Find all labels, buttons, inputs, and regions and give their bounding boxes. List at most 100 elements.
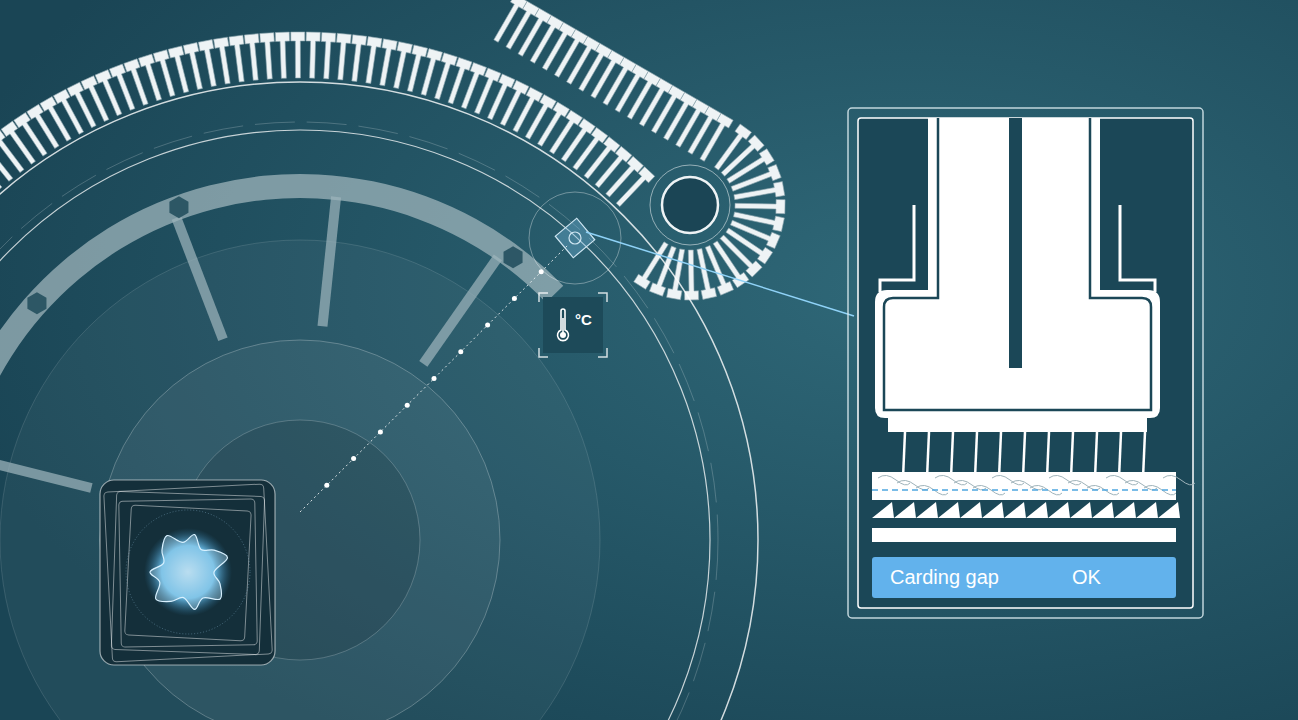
tooth-shape <box>534 102 570 149</box>
leader-line <box>586 232 854 316</box>
flat-needle <box>999 432 1001 478</box>
flat-needle <box>927 432 929 478</box>
flat-tooth <box>581 137 620 182</box>
tooth-shape <box>347 35 366 82</box>
unit-label: °C <box>575 311 592 328</box>
wheel-ring <box>0 174 563 553</box>
flat-tooth <box>1 121 39 167</box>
data-dot <box>324 483 329 488</box>
chip-layer <box>119 499 258 647</box>
wheel-spoke <box>322 197 336 326</box>
data-link <box>300 245 568 512</box>
fiber-strand <box>1163 475 1195 484</box>
tooth-shape <box>260 33 277 80</box>
flats-chain <box>0 0 785 404</box>
flat-tooth <box>602 156 643 200</box>
tooth-shape <box>558 119 596 165</box>
chip-body <box>100 480 275 665</box>
roll-hub <box>662 177 718 233</box>
data-dot <box>458 349 463 354</box>
tooth-shape <box>1 121 39 167</box>
hex-bolt <box>169 196 188 218</box>
flat-tooth <box>534 102 570 149</box>
flat-needle <box>975 432 977 478</box>
corner-brackets <box>539 293 607 357</box>
tooth-shape <box>319 32 336 79</box>
fiber-layer <box>872 472 1176 500</box>
wheel-spoke <box>0 457 91 488</box>
chip-layer <box>125 505 252 641</box>
data-dot <box>485 323 490 328</box>
hex-bolt <box>504 246 523 268</box>
flat-tooth <box>496 80 529 127</box>
flat-tooth <box>730 164 782 195</box>
tooth-shape <box>244 34 262 81</box>
cylinder-surface <box>872 528 1176 542</box>
flat-tooth <box>319 32 336 79</box>
flat-needle <box>1023 432 1025 478</box>
fiber-tuft <box>150 534 227 609</box>
flat-tooth <box>389 42 412 90</box>
tooth-shape <box>521 94 556 141</box>
tooth-shape <box>275 32 291 78</box>
thermometer-tube <box>558 309 569 341</box>
flat-tooth <box>244 34 262 81</box>
data-dot <box>512 296 517 301</box>
flat-tooth <box>375 39 397 87</box>
flat-inner-outline <box>884 118 1151 410</box>
flat-needle <box>1143 432 1145 478</box>
flat-tooth <box>521 94 556 141</box>
flat-tooth <box>558 119 596 165</box>
data-dot <box>351 456 356 461</box>
flat-tooth <box>735 199 785 214</box>
cylinder-wire <box>872 502 1180 518</box>
data-dot <box>405 403 410 408</box>
cylinder-outline <box>0 122 718 720</box>
flat-tooth <box>53 89 87 136</box>
flat-tooth <box>305 32 320 78</box>
tooth-shape <box>389 42 412 90</box>
fiber-strand <box>1144 485 1176 494</box>
status-name: Carding gap <box>890 566 1072 589</box>
status-value: OK <box>1072 566 1101 589</box>
flat-tooth <box>569 127 608 172</box>
flats-track <box>0 82 758 720</box>
flat-needle <box>1095 432 1097 478</box>
flat-base <box>888 418 1147 432</box>
tooth-shape <box>361 37 382 85</box>
flat-tooth <box>291 32 305 78</box>
flat-needle <box>1047 432 1049 478</box>
flat-tooth <box>509 87 543 134</box>
chip-layer <box>104 484 273 662</box>
tooth-shape <box>569 127 608 172</box>
tooth-shape <box>613 167 655 210</box>
wheel-spoke <box>423 257 498 363</box>
tooth-shape <box>333 33 351 80</box>
flat-needle <box>1119 432 1121 478</box>
status-bar: Carding gapOK <box>872 557 1176 598</box>
processor-chip <box>100 480 275 665</box>
tooth-shape <box>730 164 782 195</box>
flat-tooth <box>275 32 291 78</box>
tooth-shape <box>490 0 527 45</box>
thermometer-level <box>562 318 564 333</box>
gap-line <box>872 489 1176 491</box>
panel-inner <box>858 118 1193 608</box>
tooth-shape <box>53 89 87 136</box>
chip-layer <box>111 491 264 654</box>
data-dot <box>432 376 437 381</box>
flat-tooth <box>613 167 655 210</box>
flat-tooth <box>260 33 277 80</box>
flat-tooth <box>592 146 632 190</box>
cylinder-disc <box>100 340 500 720</box>
tooth-shape <box>375 39 397 87</box>
tooth-shape <box>581 137 620 182</box>
flat-tooth <box>546 110 583 156</box>
roll-ring <box>650 165 730 245</box>
flat-body <box>875 118 1160 418</box>
cylinder-disc <box>0 240 600 720</box>
flat-tooth <box>490 0 527 45</box>
hex-bolt <box>27 292 46 314</box>
